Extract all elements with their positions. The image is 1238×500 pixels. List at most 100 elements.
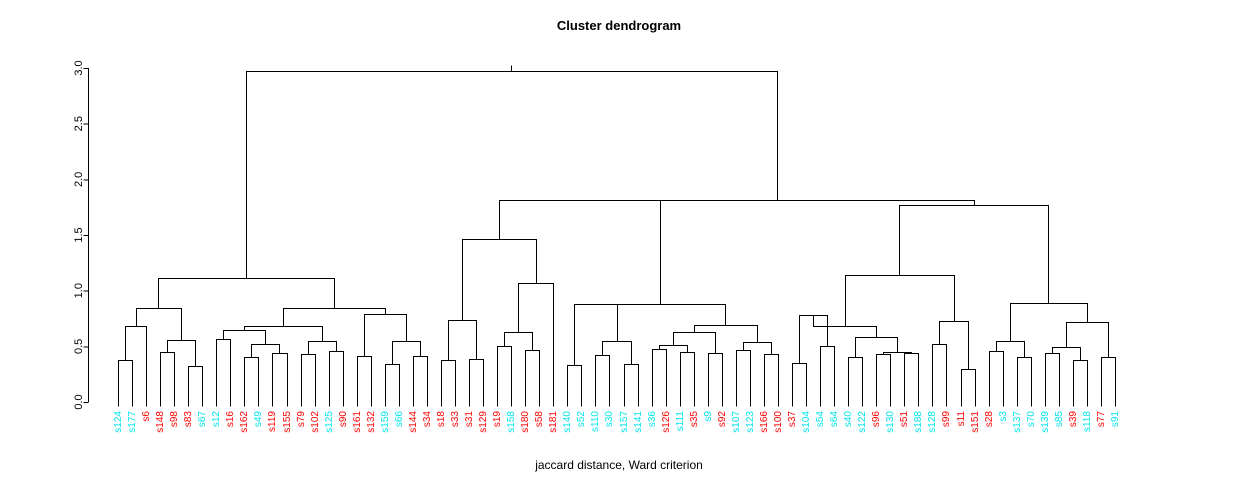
leaf-label[interactable]: s140 — [562, 411, 573, 433]
leaf-label[interactable]: s110 — [590, 411, 601, 432]
leaf-label[interactable]: s155 — [282, 411, 293, 433]
leaf-label[interactable]: s177 — [127, 411, 138, 433]
leaf-label[interactable]: s100 — [773, 411, 784, 433]
leaf-label[interactable]: s77 — [1096, 411, 1107, 428]
dendrogram-link — [876, 354, 891, 403]
leaf-label[interactable]: s3 — [998, 411, 1009, 422]
leaf-label[interactable]: s122 — [857, 411, 868, 433]
leaf-label[interactable]: s151 — [970, 411, 981, 433]
leaf-label[interactable]: s19 — [492, 411, 503, 428]
leaf-label[interactable]: s79 — [296, 411, 307, 428]
leaf-label[interactable]: s129 — [478, 411, 489, 433]
leaf-label[interactable]: s67 — [197, 411, 208, 428]
leaf-label[interactable]: s83 — [183, 411, 194, 428]
dendrogram-link — [673, 332, 716, 354]
dendrogram-link — [1017, 357, 1032, 403]
leaf-label[interactable]: s139 — [1040, 411, 1051, 433]
leaf-label[interactable]: s64 — [829, 411, 840, 428]
leaf-label[interactable]: s141 — [633, 411, 644, 433]
leaf-label[interactable]: s124 — [113, 411, 124, 433]
leaf-label[interactable]: s34 — [422, 411, 433, 428]
leaf-label[interactable]: s90 — [338, 411, 349, 428]
leaf-label[interactable]: s6 — [141, 411, 152, 422]
dendrogram-link — [118, 360, 133, 403]
leaf-label[interactable]: s28 — [984, 411, 995, 428]
dendrogram-link — [499, 200, 661, 305]
dendrogram-link — [845, 275, 955, 327]
y-axis-tick-label: 0.5 — [73, 339, 85, 354]
dendrogram-link — [1066, 322, 1109, 358]
leaf-label[interactable]: s157 — [619, 411, 630, 433]
leaf-label[interactable]: s18 — [436, 411, 447, 428]
dendrogram-link — [567, 365, 582, 403]
leaf-label[interactable]: s49 — [253, 411, 264, 428]
dendrogram-link — [308, 341, 337, 355]
leaf-label[interactable]: s66 — [394, 411, 405, 428]
leaf-label[interactable]: s98 — [169, 411, 180, 428]
dendrogram-link — [680, 352, 695, 403]
leaf-label[interactable]: s58 — [534, 411, 545, 428]
dendrogram-link — [595, 304, 726, 326]
leaf-label[interactable]: s158 — [506, 411, 517, 433]
page-title: Cluster dendrogram — [556, 18, 682, 33]
y-axis-tick-label: 1.0 — [73, 283, 85, 298]
leaf-label[interactable]: s37 — [787, 411, 798, 428]
y-axis: 0.00.51.01.52.02.53.0 — [73, 60, 89, 410]
dendrogram-link — [525, 350, 540, 403]
leaf-label[interactable]: s92 — [717, 411, 728, 428]
leaf-label[interactable]: s107 — [731, 411, 742, 433]
leaf-label[interactable]: s11 — [956, 411, 967, 427]
leaf-label[interactable]: s159 — [380, 411, 391, 433]
leaf-label[interactable]: s31 — [464, 411, 475, 428]
leaf-label[interactable]: s51 — [899, 411, 910, 428]
leaf-label[interactable]: s128 — [927, 411, 938, 433]
leaf-label[interactable]: s91 — [1110, 411, 1121, 428]
leaf-label[interactable]: s111 — [675, 411, 686, 432]
dendrogram-link — [996, 341, 1025, 358]
leaf-label[interactable]: s123 — [745, 411, 756, 433]
dendrogram-link — [301, 354, 316, 403]
dendrogram-link — [989, 351, 1004, 403]
leaf-label[interactable]: s166 — [759, 411, 770, 433]
leaf-label[interactable]: s16 — [225, 411, 236, 428]
leaf-label[interactable]: s12 — [211, 411, 222, 428]
leaf-label[interactable]: s137 — [1012, 411, 1023, 433]
leaf-label[interactable]: s188 — [913, 411, 924, 433]
leaf-label[interactable]: s126 — [661, 411, 672, 433]
dendrogram-link — [283, 308, 386, 327]
leaf-label[interactable]: s119 — [267, 411, 278, 432]
leaf-label[interactable]: s52 — [576, 411, 587, 428]
dendrogram-link — [764, 354, 779, 403]
leaf-label[interactable]: s118 — [1082, 411, 1093, 432]
leaf-label[interactable]: s132 — [366, 411, 377, 433]
leaf-label[interactable]: s99 — [941, 411, 952, 428]
leaf-label[interactable]: s40 — [843, 411, 854, 428]
leaf-label[interactable]: s36 — [647, 411, 658, 428]
leaf-label[interactable]: s39 — [1068, 411, 1079, 428]
dendrogram-link — [272, 353, 288, 403]
dendrogram-link — [158, 278, 335, 309]
leaf-label[interactable]: s96 — [871, 411, 882, 428]
leaf-label[interactable]: s85 — [1054, 411, 1065, 428]
leaf-label[interactable]: s9 — [703, 411, 714, 422]
leaf-label[interactable]: s54 — [815, 411, 826, 428]
leaf-label[interactable]: s180 — [520, 411, 531, 433]
leaf-label[interactable]: s30 — [604, 411, 615, 428]
leaf-label[interactable]: s148 — [155, 411, 166, 433]
leaf-label[interactable]: s125 — [324, 411, 335, 433]
leaf-label[interactable]: s161 — [352, 411, 363, 433]
leaf-label[interactable]: s33 — [450, 411, 461, 428]
leaf-label[interactable]: s130 — [885, 411, 896, 433]
leaf-label[interactable]: s70 — [1026, 411, 1037, 428]
leaf-label[interactable]: s104 — [801, 411, 812, 433]
leaf-label[interactable]: s35 — [689, 411, 700, 428]
y-axis-tick-label: 0.0 — [73, 394, 85, 409]
leaf-label[interactable]: s162 — [239, 411, 250, 433]
dendrogram-link — [518, 283, 554, 403]
leaf-label[interactable]: s144 — [408, 411, 419, 433]
leaf-label[interactable]: s181 — [548, 411, 559, 433]
leaf-label[interactable]: s102 — [310, 411, 321, 433]
y-axis-tick-label: 1.5 — [73, 227, 85, 242]
